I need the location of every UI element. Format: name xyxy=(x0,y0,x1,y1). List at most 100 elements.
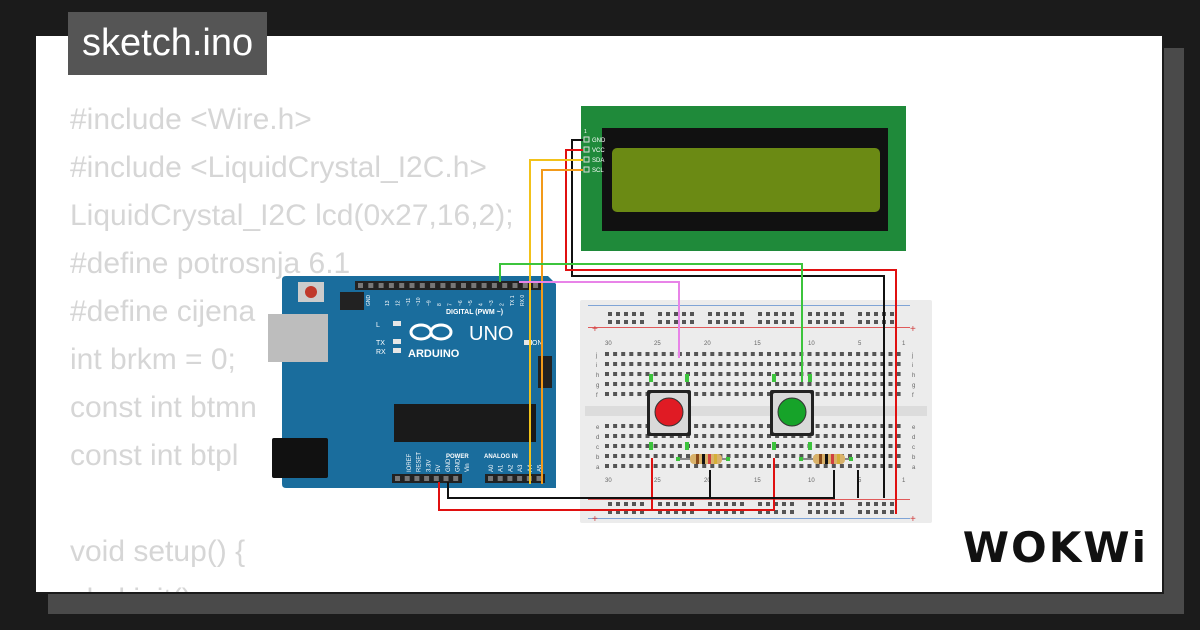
header-pin xyxy=(419,283,425,288)
breadboard-hole xyxy=(637,392,642,396)
breadboard-hole xyxy=(740,502,744,506)
breadboard-hole xyxy=(791,382,796,386)
breadboard-column-number: 5 xyxy=(858,478,862,484)
breadboard-hole xyxy=(823,464,828,468)
header-pin xyxy=(517,476,523,481)
breadboard-hole xyxy=(608,502,612,506)
breadboard-hole xyxy=(710,372,715,376)
breadboard-hole xyxy=(758,464,763,468)
led-label: L xyxy=(376,322,380,329)
breadboard-hole xyxy=(632,320,636,324)
breadboard-rail-line xyxy=(588,327,910,328)
breadboard-hole xyxy=(621,392,626,396)
wire-5v-left xyxy=(438,458,653,511)
breadboard-hole xyxy=(807,362,812,366)
breadboard-hole xyxy=(823,382,828,386)
breadboard-hole xyxy=(742,444,747,448)
resistor-pin xyxy=(799,457,803,461)
pin-label-digital: 7 xyxy=(447,303,453,306)
breadboard-hole xyxy=(613,382,618,386)
breadboard-hole xyxy=(658,320,662,324)
pin-label-digital: TX 1 xyxy=(510,295,516,306)
breadboard-column-number: 1 xyxy=(902,478,906,484)
breadboard-hole xyxy=(694,352,699,356)
breadboard-hole xyxy=(880,372,885,376)
resistor-band xyxy=(819,454,822,464)
resistor-band xyxy=(702,454,705,464)
breadboard-hole xyxy=(605,382,609,386)
breadboard-row-letter: g xyxy=(912,383,915,389)
breadboard-row-letter: h xyxy=(912,373,915,379)
breadboard-hole xyxy=(694,392,699,396)
breadboard-hole xyxy=(629,382,634,386)
code-line: lcd.init(); xyxy=(70,576,514,592)
breadboard-hole xyxy=(750,454,755,458)
breadboard-hole xyxy=(690,502,694,506)
breadboard-hole xyxy=(791,362,796,366)
breadboard-hole xyxy=(653,362,658,366)
breadboard-hole xyxy=(708,510,712,514)
breadboard-row-letter: a xyxy=(596,465,600,471)
breadboard-hole xyxy=(666,502,670,506)
pin-label-digital: 12 xyxy=(395,300,401,306)
breadboard-hole xyxy=(790,312,794,316)
breadboard-hole xyxy=(766,510,770,514)
breadboard-hole xyxy=(815,392,820,396)
pin-label-analog: A5 xyxy=(538,464,544,472)
header-pin xyxy=(399,283,405,288)
header-pin xyxy=(430,283,436,288)
breadboard-hole xyxy=(724,510,728,514)
breadboard-hole xyxy=(856,392,861,396)
breadboard-hole xyxy=(767,464,771,468)
breadboard-hole xyxy=(824,312,828,316)
breadboard-hole xyxy=(734,362,739,366)
code-line: LiquidCrystal_I2C lcd(0x27,16,2); xyxy=(70,199,514,232)
breadboard-hole xyxy=(682,510,686,514)
wire-5v-right xyxy=(652,458,775,511)
breadboard-hole xyxy=(766,312,770,316)
breadboard-hole xyxy=(645,382,650,386)
breadboard-hole xyxy=(831,362,836,366)
breadboard-hole xyxy=(864,444,869,448)
breadboard-row-letter: i xyxy=(596,363,597,369)
breadboard-hole xyxy=(640,320,644,324)
breadboard-hole xyxy=(726,454,731,458)
breadboard-row-letter: h xyxy=(596,373,599,379)
breadboard-hole xyxy=(848,444,852,448)
breadboard-hole xyxy=(774,510,778,514)
breadboard-hole xyxy=(816,510,820,514)
breadboard-column-number: 5 xyxy=(858,341,862,347)
breadboard-hole xyxy=(831,464,836,468)
breadboard-hole xyxy=(858,320,862,324)
breadboard-hole xyxy=(637,352,642,356)
breadboard-hole xyxy=(702,382,707,386)
breadboard-hole xyxy=(807,454,812,458)
breadboard-column-number: 15 xyxy=(754,478,761,484)
rail-plus-label: + xyxy=(910,514,916,525)
breadboard-hole xyxy=(658,312,662,316)
breadboard-hole xyxy=(718,382,723,386)
breadboard-hole xyxy=(669,372,674,376)
code-line: int brkm = 0; xyxy=(70,343,236,376)
breadboard-hole xyxy=(724,312,728,316)
breadboard-hole xyxy=(629,424,634,428)
breadboard-hole xyxy=(742,362,747,366)
button-pin xyxy=(685,374,689,382)
breadboard-hole xyxy=(807,352,812,356)
breadboard-hole xyxy=(775,382,780,386)
breadboard-hole xyxy=(613,454,618,458)
breadboard-column-number: 25 xyxy=(654,478,661,484)
breadboard-hole xyxy=(896,362,901,366)
breadboard-hole xyxy=(645,444,650,448)
breadboard-hole xyxy=(858,312,862,316)
header-pin xyxy=(358,283,363,288)
pin-label-power: 5V xyxy=(436,465,442,472)
breadboard-hole xyxy=(839,382,844,386)
breadboard-hole xyxy=(775,362,780,366)
breadboard-hole xyxy=(767,424,771,428)
code-line: const int btpl xyxy=(70,439,239,472)
breadboard-hole xyxy=(750,382,755,386)
led xyxy=(393,348,401,353)
pin-label-analog: A3 xyxy=(518,464,524,472)
breadboard-hole xyxy=(872,454,877,458)
